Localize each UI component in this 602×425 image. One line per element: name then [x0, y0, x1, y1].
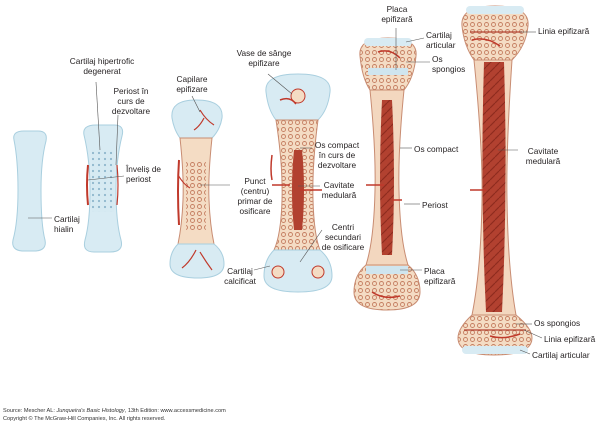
articular-cartilage-6: [466, 6, 524, 14]
vessel-5: [366, 50, 402, 299]
epiphysis-bottom-6: [457, 314, 533, 356]
growth-plate-top-5: [368, 68, 408, 75]
stage-3-primary-center: [169, 99, 225, 279]
stage-1-cartilage-model: [12, 130, 47, 252]
articular-cartilage-6-bottom: [462, 346, 528, 354]
epiphysis-top-3: [171, 99, 223, 139]
periosteum-3: [177, 159, 180, 226]
leader-calcificat: [253, 265, 271, 271]
label-linia-epifizara-bottom: Linia epifizară: [544, 334, 596, 344]
leader-lines: [28, 28, 543, 355]
source-prefix: Source: Mescher AL:: [3, 408, 57, 414]
label-capilare-epifizare: Capilare epifizare: [176, 74, 208, 94]
label-cavitate-medulara-1: Cavitate medulară: [321, 180, 357, 200]
label-placa-epifizara-top: Placa epifizară: [381, 4, 413, 24]
label-cartilaj-articular-top: Cartilaj articular: [426, 30, 456, 50]
label-cartilaj-hipertrofic: Cartilaj hipertrofic degenerat: [69, 56, 135, 76]
articular-cartilage-5: [364, 38, 412, 46]
label-linia-epifizara-top: Linia epifizară: [538, 26, 590, 36]
label-os-spongios-top: Os spongios: [432, 54, 466, 74]
periosteum-collar: [86, 164, 89, 206]
stage-6-adult-bone: [457, 5, 533, 356]
secondary-center-top: [290, 88, 306, 104]
medullary-cavity-5: [380, 100, 394, 255]
label-cartilaj-hialin: Cartilaj hialin: [54, 214, 80, 234]
label-os-spongios-bottom: Os spongios: [534, 318, 581, 328]
cartilage-model: [12, 130, 47, 252]
vessel-3a: [193, 109, 215, 131]
label-centri-secundari: Centri secundari de osificare: [321, 222, 365, 252]
source-book: Junqueira's Basic Histology: [56, 408, 125, 414]
leader-cartilaj-art-top: [405, 37, 425, 43]
leader-linia-bottom: [523, 329, 543, 339]
medullary-cavity-4: [292, 150, 304, 230]
label-periost-dezvoltare: Periost în curs de dezvoltare: [111, 86, 151, 116]
epiphysis-bottom-4: [263, 249, 333, 293]
epiphysis-bottom-3: [169, 243, 225, 279]
source-suffix: , 13th Edition: www.accessmedicine.com: [124, 408, 226, 414]
stage-5-secondary: [353, 37, 421, 311]
primary-center: [186, 160, 206, 230]
label-periost: Periost: [422, 200, 448, 210]
growth-plate-bottom-5: [366, 266, 408, 274]
copyright-line: Copyright © The McGraw-Hill Companies, I…: [3, 416, 166, 422]
label-inveli-periost: Înveliș de periost: [126, 164, 162, 184]
secondary-center-bottom: [271, 265, 285, 279]
stage-2-hypertrophic: [83, 124, 124, 253]
label-os-compact: Os compact: [414, 144, 459, 154]
source-line: Source: Mescher AL: Junqueira's Basic Hi…: [3, 408, 226, 414]
vessel-4: [270, 97, 322, 191]
secondary-center-bottom-2: [311, 265, 325, 279]
leader-vase: [267, 73, 293, 95]
stage-4-medullary: [263, 73, 333, 293]
label-os-compact-dezv: Os compact în curs de dezvoltare: [314, 140, 360, 170]
label-cartilaj-articular-bottom: Cartilaj articular: [532, 350, 590, 360]
leader-capilare: [191, 95, 201, 113]
label-punct-primar: Punct (centru) primar de osificare: [237, 176, 273, 216]
label-cartilaj-calcificat: Cartilaj calcificat: [224, 266, 256, 286]
leader-inveli-periost: [87, 175, 125, 181]
label-cavitate-medulara-2: Cavitate medulară: [525, 146, 561, 166]
hypertrophic-zone: [92, 150, 114, 212]
epiphysis-bottom-5: [353, 264, 421, 311]
leader-periost-dezv: [115, 114, 119, 166]
leader-centri: [299, 229, 323, 263]
medullary-cavity-6: [482, 62, 506, 312]
vessel-6: [470, 38, 521, 339]
epiphysis-top-6: [461, 5, 529, 61]
leader-cartilaj-art-bottom: [519, 349, 531, 355]
label-placa-epifizara-bottom: Placa epifizară: [424, 266, 456, 286]
label-vase-sange: Vase de sânge epifizare: [236, 48, 292, 68]
leader-cartilaj-hipertrofic: [95, 81, 101, 151]
periosteum-collar-right: [116, 164, 119, 206]
